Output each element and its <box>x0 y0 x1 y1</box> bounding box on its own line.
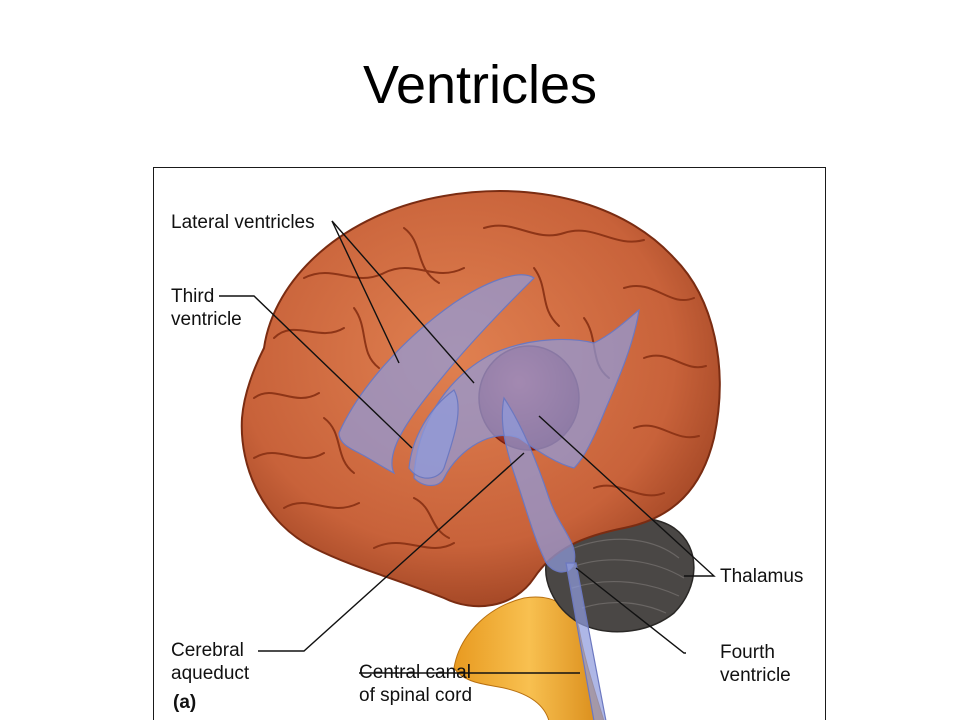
label-central-canal-line1: Central canal <box>359 662 471 683</box>
label-third-ventricle-line2: ventricle <box>171 309 242 330</box>
cerebral-gyri <box>253 224 707 549</box>
label-thalamus: Thalamus <box>720 566 804 587</box>
label-central-canal-line2: of spinal cord <box>359 685 473 706</box>
panel-label: (a) <box>173 692 197 713</box>
label-fourth-ventricle-line2: ventricle <box>720 665 791 686</box>
label-third-ventricle-line1: Third <box>171 286 215 307</box>
brain-illustration <box>219 190 721 720</box>
label-fourth-ventricle-line1: Fourth <box>720 642 775 663</box>
ventricle-system <box>338 274 640 720</box>
brain-diagram-figure: Lateral ventricles Third ventricle Thala… <box>153 167 826 720</box>
label-cerebral-aqueduct-line1: Cerebral <box>171 640 244 661</box>
leader-lines <box>219 220 716 674</box>
label-lateral-ventricles: Lateral ventricles <box>171 212 315 233</box>
label-cerebral-aqueduct-line2: aqueduct <box>171 663 250 684</box>
slide-title: Ventricles <box>362 55 598 115</box>
cerebellum-folds <box>568 538 685 614</box>
